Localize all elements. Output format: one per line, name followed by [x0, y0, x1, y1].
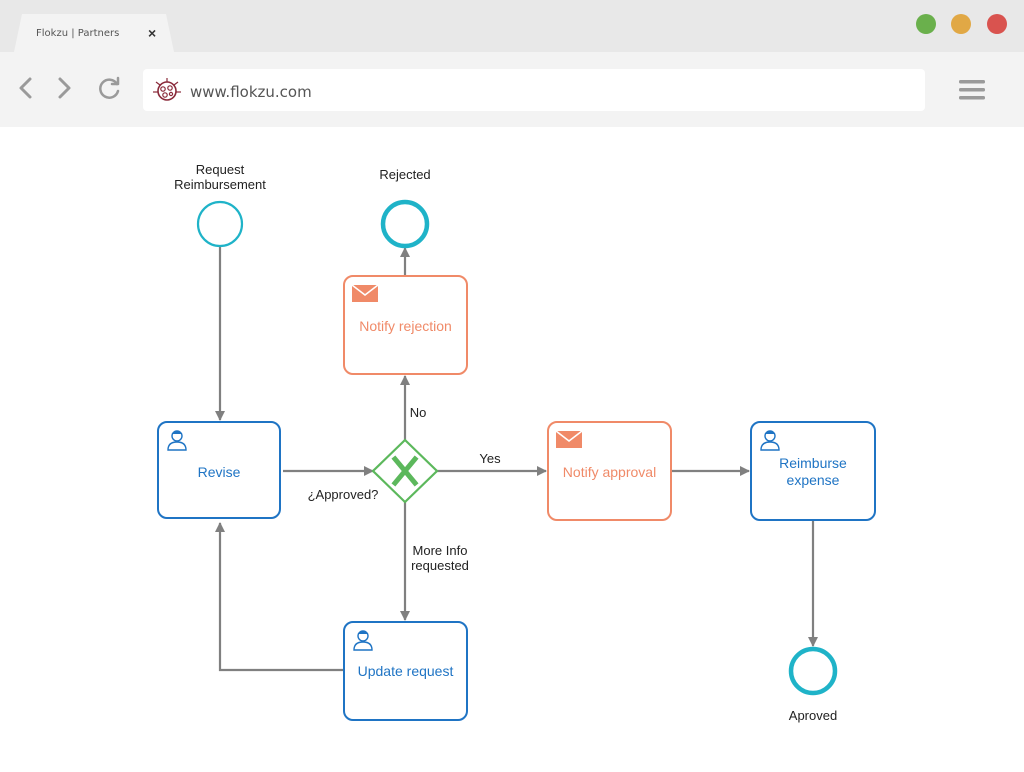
task-notify-approval-label: Notify approval: [562, 464, 657, 480]
flow-label-more-info: More Info requested: [411, 543, 469, 573]
task-notify-rejection[interactable]: Notify rejection: [343, 275, 468, 375]
envelope-icon: [556, 430, 582, 448]
forward-arrow-icon[interactable]: [54, 76, 74, 100]
task-update-request-label: Update request: [357, 663, 454, 679]
end-event-approved-circle: [788, 646, 838, 696]
task-update-request[interactable]: Update request: [343, 621, 468, 721]
task-notify-approval[interactable]: Notify approval: [547, 421, 672, 521]
exclusive-gateway: [371, 438, 439, 504]
task-revise[interactable]: Revise: [157, 421, 281, 519]
address-bar[interactable]: [143, 69, 925, 111]
hamburger-menu-icon[interactable]: [959, 79, 985, 101]
user-icon: [353, 630, 373, 651]
flow-label-no: No: [409, 405, 427, 420]
back-arrow-icon[interactable]: [16, 76, 36, 100]
task-reimburse-expense[interactable]: Reimburse expense: [750, 421, 876, 521]
task-notify-rejection-label: Notify rejection: [359, 318, 452, 334]
envelope-icon: [352, 284, 378, 302]
url-text: www.flokzu.com: [190, 83, 312, 101]
start-event-label: Request Reimbursement: [174, 162, 266, 192]
reload-icon[interactable]: [97, 76, 123, 100]
start-event-circle: [196, 200, 244, 248]
flow-update-to-revise: [215, 522, 343, 672]
window-close-button[interactable]: [987, 14, 1007, 34]
window-maximize-button[interactable]: [916, 14, 936, 34]
gateway-label: ¿Approved?: [307, 487, 379, 502]
window-minimize-button[interactable]: [951, 14, 971, 34]
tab-close-button[interactable]: ×: [148, 25, 157, 41]
end-event-approved-label: Aproved: [788, 708, 838, 723]
end-event-rejected-circle: [380, 199, 430, 249]
user-icon: [167, 430, 187, 451]
user-icon: [760, 430, 780, 451]
task-reimburse-expense-label: Reimburse expense: [779, 455, 847, 488]
task-revise-label: Revise: [197, 464, 241, 480]
browser-tab[interactable]: [14, 14, 174, 52]
end-event-rejected-label: Rejected: [379, 167, 431, 182]
flokzu-logo-icon: [153, 78, 181, 101]
tab-title: Flokzu | Partners: [36, 28, 120, 39]
flow-label-yes: Yes: [479, 451, 501, 466]
